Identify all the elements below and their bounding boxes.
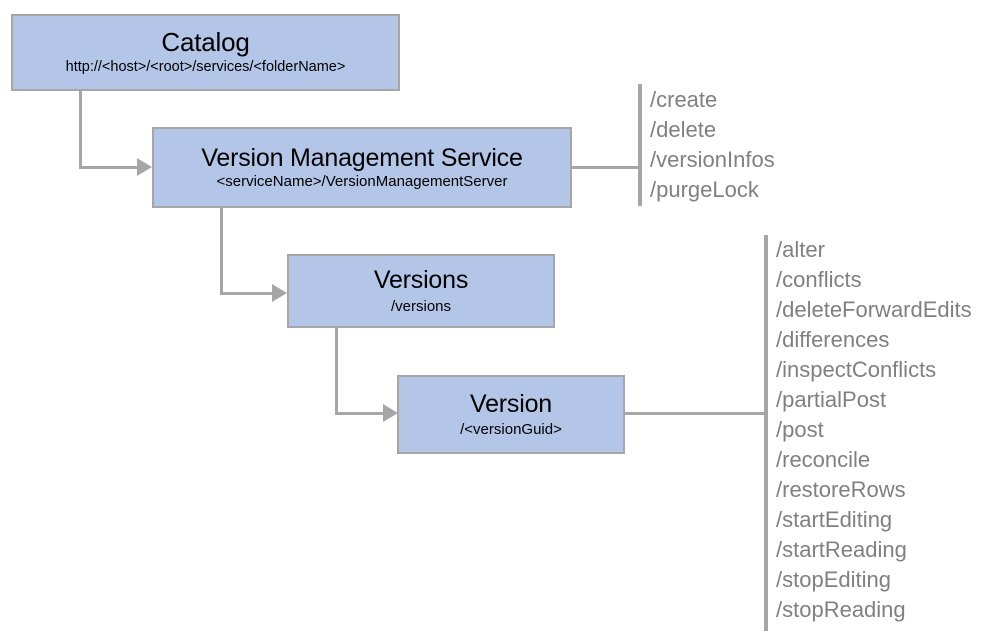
operation-item[interactable]: /startReading (776, 537, 907, 562)
node-version-management-service-path: <serviceName>/VersionManagementServer (216, 173, 508, 191)
arrowhead-service-to-versions-icon (272, 284, 287, 302)
operation-item[interactable]: /deleteForwardEdits (776, 297, 972, 322)
node-version-management-service-title: Version Management Service (201, 143, 523, 172)
node-catalog-title: Catalog (161, 26, 250, 57)
operation-list-version: /alter/conflicts/deleteForwardEdits/diff… (776, 235, 972, 625)
connector-service-to-versions-vertical (220, 207, 223, 295)
connector-version-to-operations (625, 412, 767, 415)
connector-service-to-versions-horizontal (220, 292, 274, 295)
node-version[interactable]: Version /<versionGuid> (397, 375, 625, 454)
arrowhead-catalog-to-service-icon (137, 158, 152, 176)
operation-item[interactable]: /reconcile (776, 447, 871, 472)
connector-catalog-to-service-horizontal (79, 166, 138, 169)
bracket-version-operations (764, 235, 768, 631)
node-version-path: /<versionGuid> (460, 421, 562, 439)
node-version-management-service[interactable]: Version Management Service <serviceName>… (152, 127, 572, 208)
operation-item[interactable]: /inspectConflicts (776, 357, 937, 382)
operation-item[interactable]: /alter (776, 237, 825, 262)
operation-item[interactable]: /differences (776, 327, 890, 352)
connector-service-to-operations (572, 166, 641, 169)
connector-catalog-to-service-vertical (79, 90, 82, 169)
operation-item[interactable]: /purgeLock (650, 177, 759, 202)
operation-list-service: /create/delete/versionInfos/purgeLock (650, 85, 775, 205)
node-version-title: Version (470, 389, 552, 418)
operation-item[interactable]: /stopEditing (776, 567, 891, 592)
operation-item[interactable]: /restoreRows (776, 477, 906, 502)
connector-versions-to-version-horizontal (335, 412, 384, 415)
connector-versions-to-version-vertical (335, 328, 338, 415)
operation-item[interactable]: /conflicts (776, 267, 862, 292)
operation-item[interactable]: /post (776, 417, 824, 442)
node-catalog-path: http://<host>/<root>/services/<folderNam… (65, 59, 346, 76)
arrowhead-versions-to-version-icon (383, 404, 398, 422)
operation-item[interactable]: /delete (650, 117, 717, 142)
node-versions-title: Versions (373, 266, 469, 295)
node-versions-path: /versions (390, 297, 452, 315)
operation-item[interactable]: /stopReading (776, 597, 906, 622)
node-catalog[interactable]: Catalog http://<host>/<root>/services/<f… (11, 14, 400, 91)
operation-item[interactable]: /partialPost (776, 387, 887, 412)
operation-item[interactable]: /startEditing (776, 507, 893, 532)
operation-item[interactable]: /versionInfos (650, 147, 775, 172)
operation-item[interactable]: /create (650, 87, 718, 112)
node-versions[interactable]: Versions /versions (287, 254, 555, 328)
bracket-service-operations (638, 84, 642, 206)
